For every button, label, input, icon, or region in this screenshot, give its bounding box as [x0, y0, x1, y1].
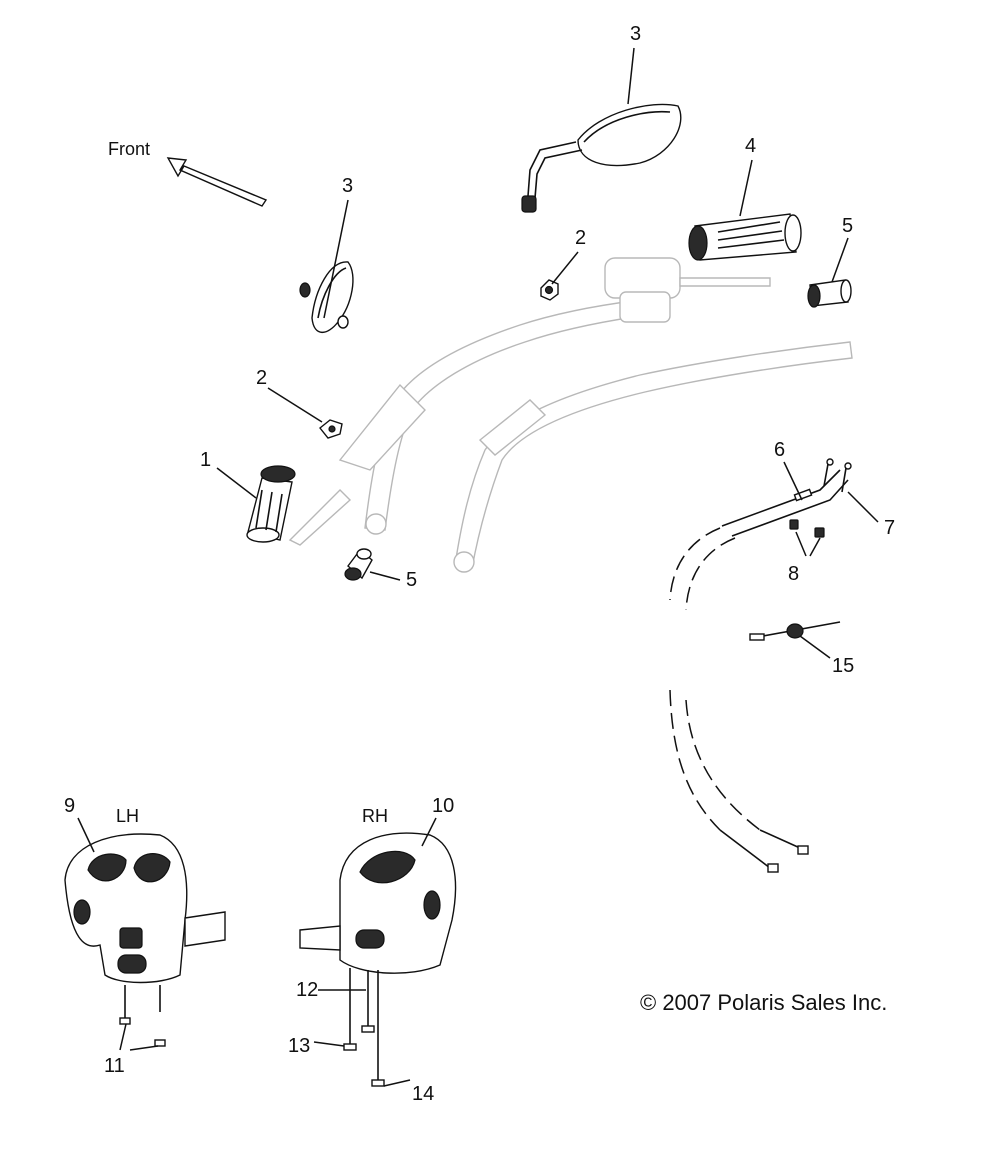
callout-3-right: 3	[630, 23, 641, 45]
callout-2-lower: 2	[256, 367, 267, 389]
bar-end-left	[344, 548, 373, 581]
callout-6: 6	[774, 439, 785, 461]
left-grip	[246, 465, 296, 543]
callout-4: 4	[745, 135, 756, 157]
copyright-text: © 2007 Polaris Sales Inc.	[640, 990, 887, 1015]
callout-5-left: 5	[406, 569, 417, 591]
callout-9: 9	[64, 795, 75, 817]
callout-2-upper: 2	[575, 227, 586, 249]
callout-13: 13	[288, 1035, 310, 1057]
callout-10: 10	[432, 795, 454, 817]
cable-clips	[789, 519, 825, 538]
clamp-lower	[319, 419, 343, 439]
front-arrow	[166, 157, 268, 207]
left-hand-label: LH	[116, 806, 139, 826]
callout-11: 11	[104, 1055, 125, 1077]
right-switch-housing	[299, 832, 457, 1087]
callout-12: 12	[296, 979, 318, 1001]
right-mirror	[521, 103, 682, 213]
leader-lines	[77, 47, 879, 1087]
bar-end-right	[807, 279, 852, 308]
callout-1: 1	[200, 449, 211, 471]
cable-connector	[749, 621, 841, 641]
right-hand-label: RH	[362, 806, 388, 826]
callout-8: 8	[788, 563, 799, 585]
left-mirror	[299, 261, 354, 334]
right-grip	[688, 213, 802, 261]
callout-5-right: 5	[842, 215, 853, 237]
callout-14: 14	[412, 1083, 434, 1105]
handlebar	[288, 257, 853, 573]
clamp-upper	[540, 279, 559, 301]
throttle-cables	[669, 458, 852, 873]
callout-7: 7	[884, 517, 895, 539]
callout-15: 15	[832, 655, 854, 677]
callout-3-left: 3	[342, 175, 353, 197]
front-label: Front	[108, 139, 150, 159]
left-switch-housing	[64, 833, 226, 1047]
